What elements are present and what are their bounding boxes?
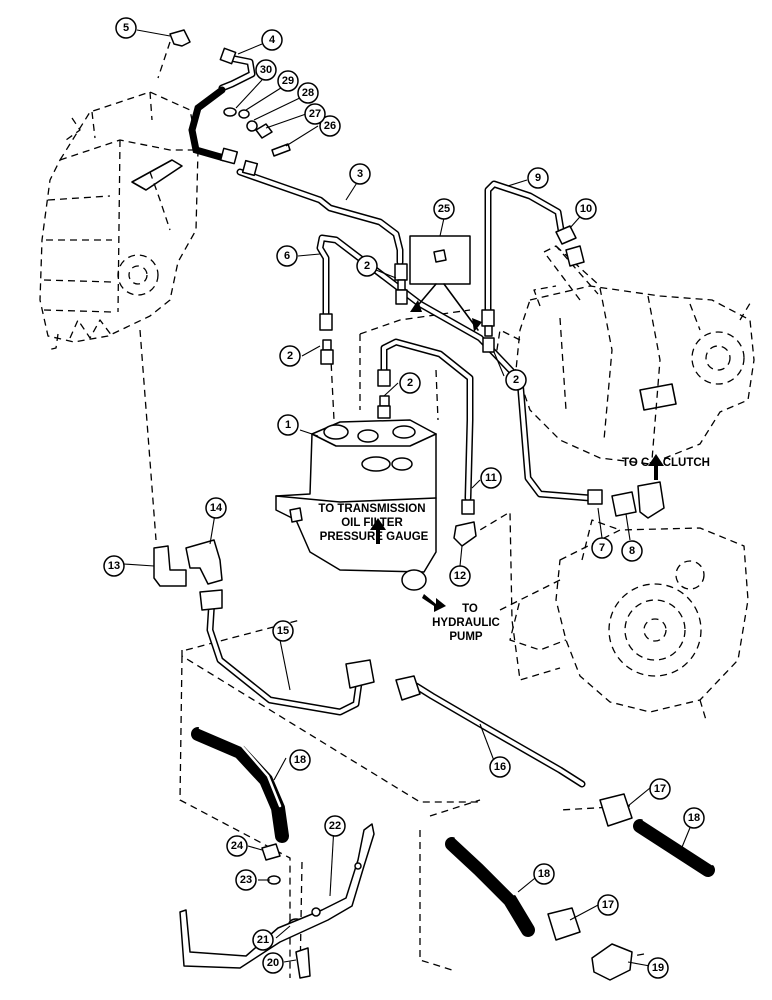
svg-text:3: 3 (357, 168, 363, 180)
callout-2: 2 (505, 369, 527, 391)
svg-text:25: 25 (438, 203, 450, 215)
note-to-hydraulic-2: HYDRAULIC (432, 617, 500, 629)
callout-19: 19 (647, 957, 669, 979)
svg-text:16: 16 (494, 761, 506, 773)
svg-text:2: 2 (364, 260, 370, 272)
callout-12: 12 (449, 565, 471, 587)
svg-text:22: 22 (329, 820, 341, 832)
inset-box-25 (409, 235, 482, 332)
hydraulic-pump-assembly (495, 245, 755, 465)
bracket-22 (179, 823, 375, 969)
callout-15: 15 (272, 620, 294, 642)
svg-text:2: 2 (287, 350, 293, 362)
svg-text:18: 18 (294, 754, 306, 766)
svg-text:2: 2 (407, 377, 413, 389)
callout-17: 17 (597, 894, 619, 916)
svg-text:6: 6 (284, 250, 290, 262)
adapter-fitting-upper (394, 263, 408, 305)
svg-text:2: 2 (513, 374, 519, 386)
svg-text:15: 15 (277, 625, 289, 637)
filter-head (275, 419, 446, 612)
adapter-fitting-right (481, 309, 495, 353)
svg-text:10: 10 (580, 203, 592, 215)
svg-text:1: 1 (285, 419, 291, 431)
callout-6: 6 (276, 245, 298, 267)
svg-text:23: 23 (240, 874, 252, 886)
callout-22: 22 (324, 815, 346, 837)
adapter-fitting-mid (377, 369, 391, 419)
callout-10: 10 (575, 198, 597, 220)
transmission-housing (39, 91, 199, 351)
callout-24: 24 (226, 835, 248, 857)
svg-text:8: 8 (629, 545, 635, 557)
callout-25: 25 (433, 198, 455, 220)
callout-7: 7 (591, 537, 613, 559)
callout-2: 2 (279, 345, 301, 367)
svg-text:18: 18 (688, 812, 700, 824)
svg-text:20: 20 (267, 957, 279, 969)
svg-text:28: 28 (302, 87, 314, 99)
callout-28: 28 (297, 82, 319, 104)
svg-text:17: 17 (602, 899, 614, 911)
note-to-c1-clutch: TO C-1 CLUTCH (622, 457, 710, 469)
svg-text:21: 21 (257, 934, 269, 946)
note-to-transmission-2: OIL FILTER (341, 517, 403, 529)
callout-2: 2 (356, 255, 378, 277)
svg-text:4: 4 (269, 34, 276, 46)
note-to-transmission-1: TO TRANSMISSION (318, 503, 425, 515)
callout-5: 5 (115, 17, 137, 39)
svg-text:5: 5 (123, 22, 129, 34)
callouts: 1 2 2 2 2 3 4 5 6 7 8 9 10 11 12 13 14 1… (103, 17, 705, 979)
callout-3: 3 (349, 163, 371, 185)
flow-notes: TO C-1 CLUTCH TO TRANSMISSION OIL FILTER… (318, 457, 710, 643)
svg-text:24: 24 (231, 840, 244, 852)
callout-16: 16 (489, 756, 511, 778)
callout-14: 14 (205, 497, 227, 519)
svg-text:29: 29 (282, 75, 294, 87)
svg-text:18: 18 (538, 868, 550, 880)
callout-23: 23 (235, 869, 257, 891)
svg-text:9: 9 (535, 172, 541, 184)
svg-text:19: 19 (652, 962, 664, 974)
callout-2: 2 (399, 372, 421, 394)
callout-21: 21 (252, 929, 274, 951)
svg-text:30: 30 (260, 64, 272, 76)
note-to-hydraulic-1: TO (462, 603, 478, 615)
svg-text:14: 14 (210, 502, 223, 514)
note-to-transmission-3: PRESSURE GAUGE (320, 531, 429, 543)
svg-text:27: 27 (309, 108, 321, 120)
callout-8: 8 (621, 540, 643, 562)
callout-11: 11 (480, 467, 502, 489)
callout-27: 27 (304, 103, 326, 125)
callout-18: 18 (289, 749, 311, 771)
svg-text:12: 12 (454, 570, 466, 582)
svg-text:7: 7 (599, 542, 605, 554)
svg-text:13: 13 (108, 560, 120, 572)
callout-30: 30 (255, 59, 277, 81)
callout-13: 13 (103, 555, 125, 577)
svg-text:17: 17 (654, 783, 666, 795)
note-to-hydraulic-3: PUMP (449, 631, 483, 643)
callout-20: 20 (262, 952, 284, 974)
callout-29: 29 (277, 70, 299, 92)
callout-18: 18 (683, 807, 705, 829)
callout-1: 1 (277, 414, 299, 436)
hoses (191, 726, 715, 937)
callout-26: 26 (319, 115, 341, 137)
fittings (153, 29, 665, 981)
callout-9: 9 (527, 167, 549, 189)
callout-17: 17 (649, 778, 671, 800)
svg-text:11: 11 (485, 472, 497, 484)
torque-converter-housing (509, 519, 749, 721)
callout-18: 18 (533, 863, 555, 885)
svg-text:26: 26 (324, 120, 336, 132)
adapter-fitting-left (319, 313, 334, 365)
callout-4: 4 (261, 29, 283, 51)
